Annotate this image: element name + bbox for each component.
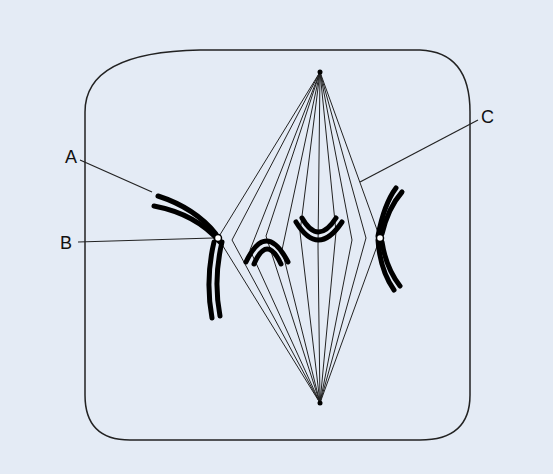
centromere xyxy=(377,235,384,242)
spindle-pole xyxy=(318,401,323,406)
spindle-fibres xyxy=(218,72,380,403)
leader-lines xyxy=(78,120,478,242)
part-label: B xyxy=(60,234,72,252)
part-label: A xyxy=(65,148,77,166)
spindle-pole xyxy=(318,70,323,75)
centromere xyxy=(215,235,222,242)
cell-membrane xyxy=(85,50,470,440)
chromosomes xyxy=(154,188,402,318)
part-label: C xyxy=(481,108,494,126)
